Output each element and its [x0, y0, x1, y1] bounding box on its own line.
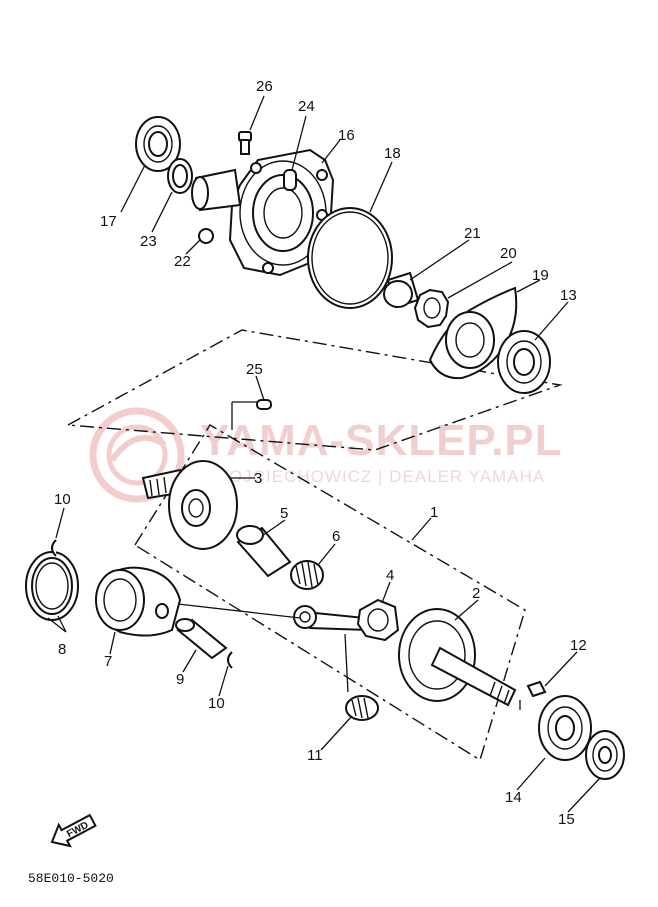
callout-7: 7 — [104, 653, 112, 670]
watermark-subtitle: WOJCIECHOWICZ | DEALER YAMAHA — [212, 467, 545, 486]
callout-2: 2 — [472, 585, 480, 602]
callout-19: 19 — [532, 267, 549, 284]
piston-pin-9 — [175, 618, 228, 660]
callout-1: 1 — [430, 504, 438, 521]
callout-11: 11 — [307, 747, 323, 764]
bearing-17 — [135, 116, 181, 172]
watermark-logo — [89, 407, 185, 503]
upper-assembly-frame — [65, 329, 563, 451]
key-12 — [526, 680, 547, 698]
callout-20: 20 — [500, 245, 517, 262]
oil-seal-15 — [585, 730, 625, 780]
diagram-code: 58E010-5020 — [28, 871, 114, 886]
crank-half-2 — [398, 608, 517, 707]
callout-21: 21 — [464, 225, 481, 242]
fwd-label: FWD — [65, 820, 90, 840]
gear-20 — [413, 288, 450, 329]
pin-25 — [256, 399, 272, 410]
crankcase-cover — [191, 148, 335, 277]
crank-half-3 — [141, 460, 238, 550]
circlips-10 — [51, 539, 233, 669]
needle-bearing-6 — [290, 560, 324, 590]
callout-13: 13 — [560, 287, 577, 304]
callout-22: 22 — [174, 253, 191, 270]
callout-5: 5 — [280, 505, 288, 522]
callout-12: 12 — [570, 637, 587, 654]
leader-lines — [47, 95, 601, 813]
plate-19 — [428, 286, 518, 380]
sleeve-21 — [383, 271, 420, 309]
callout-4: 4 — [386, 567, 394, 584]
piston-7 — [95, 566, 182, 637]
oil-seal-23 — [167, 158, 193, 194]
callout-23: 23 — [140, 233, 157, 250]
dowel-22 — [198, 228, 214, 244]
callout-24: 24 — [298, 98, 315, 115]
callout-18: 18 — [384, 145, 401, 162]
bearing-13 — [497, 330, 551, 394]
o-ring-18 — [307, 207, 393, 309]
callout-8: 8 — [58, 641, 66, 658]
callouts: 26 24 16 18 17 23 22 21 20 19 13 25 3 5 … — [54, 78, 587, 828]
callout-10-upper: 10 — [54, 491, 71, 508]
watermark: YAMA-SKLEP.PL WOJCIECHOWICZ | DEALER YAM… — [89, 407, 563, 503]
callout-15: 15 — [558, 811, 575, 828]
bolt-26 — [238, 131, 252, 155]
callout-6: 6 — [332, 528, 340, 545]
assembly-frames — [65, 329, 563, 762]
watermark-title: YAMA-SKLEP.PL — [200, 416, 563, 465]
callout-14: 14 — [505, 789, 522, 806]
connecting-rod-4 — [293, 598, 400, 642]
callout-25: 25 — [246, 361, 263, 378]
callout-17: 17 — [100, 213, 117, 230]
callout-9: 9 — [176, 671, 184, 688]
fwd-arrow: FWD — [50, 813, 97, 848]
callout-16: 16 — [338, 127, 355, 144]
callout-3: 3 — [254, 470, 262, 487]
crankshaft-assembly-frame — [134, 424, 526, 762]
callout-26: 26 — [256, 78, 273, 95]
piston-rings-8 — [25, 551, 79, 621]
needle-bearing-11 — [345, 695, 379, 721]
bearing-14 — [538, 695, 592, 761]
crank-pin-5 — [236, 525, 292, 578]
callout-10-lower: 10 — [208, 695, 225, 712]
